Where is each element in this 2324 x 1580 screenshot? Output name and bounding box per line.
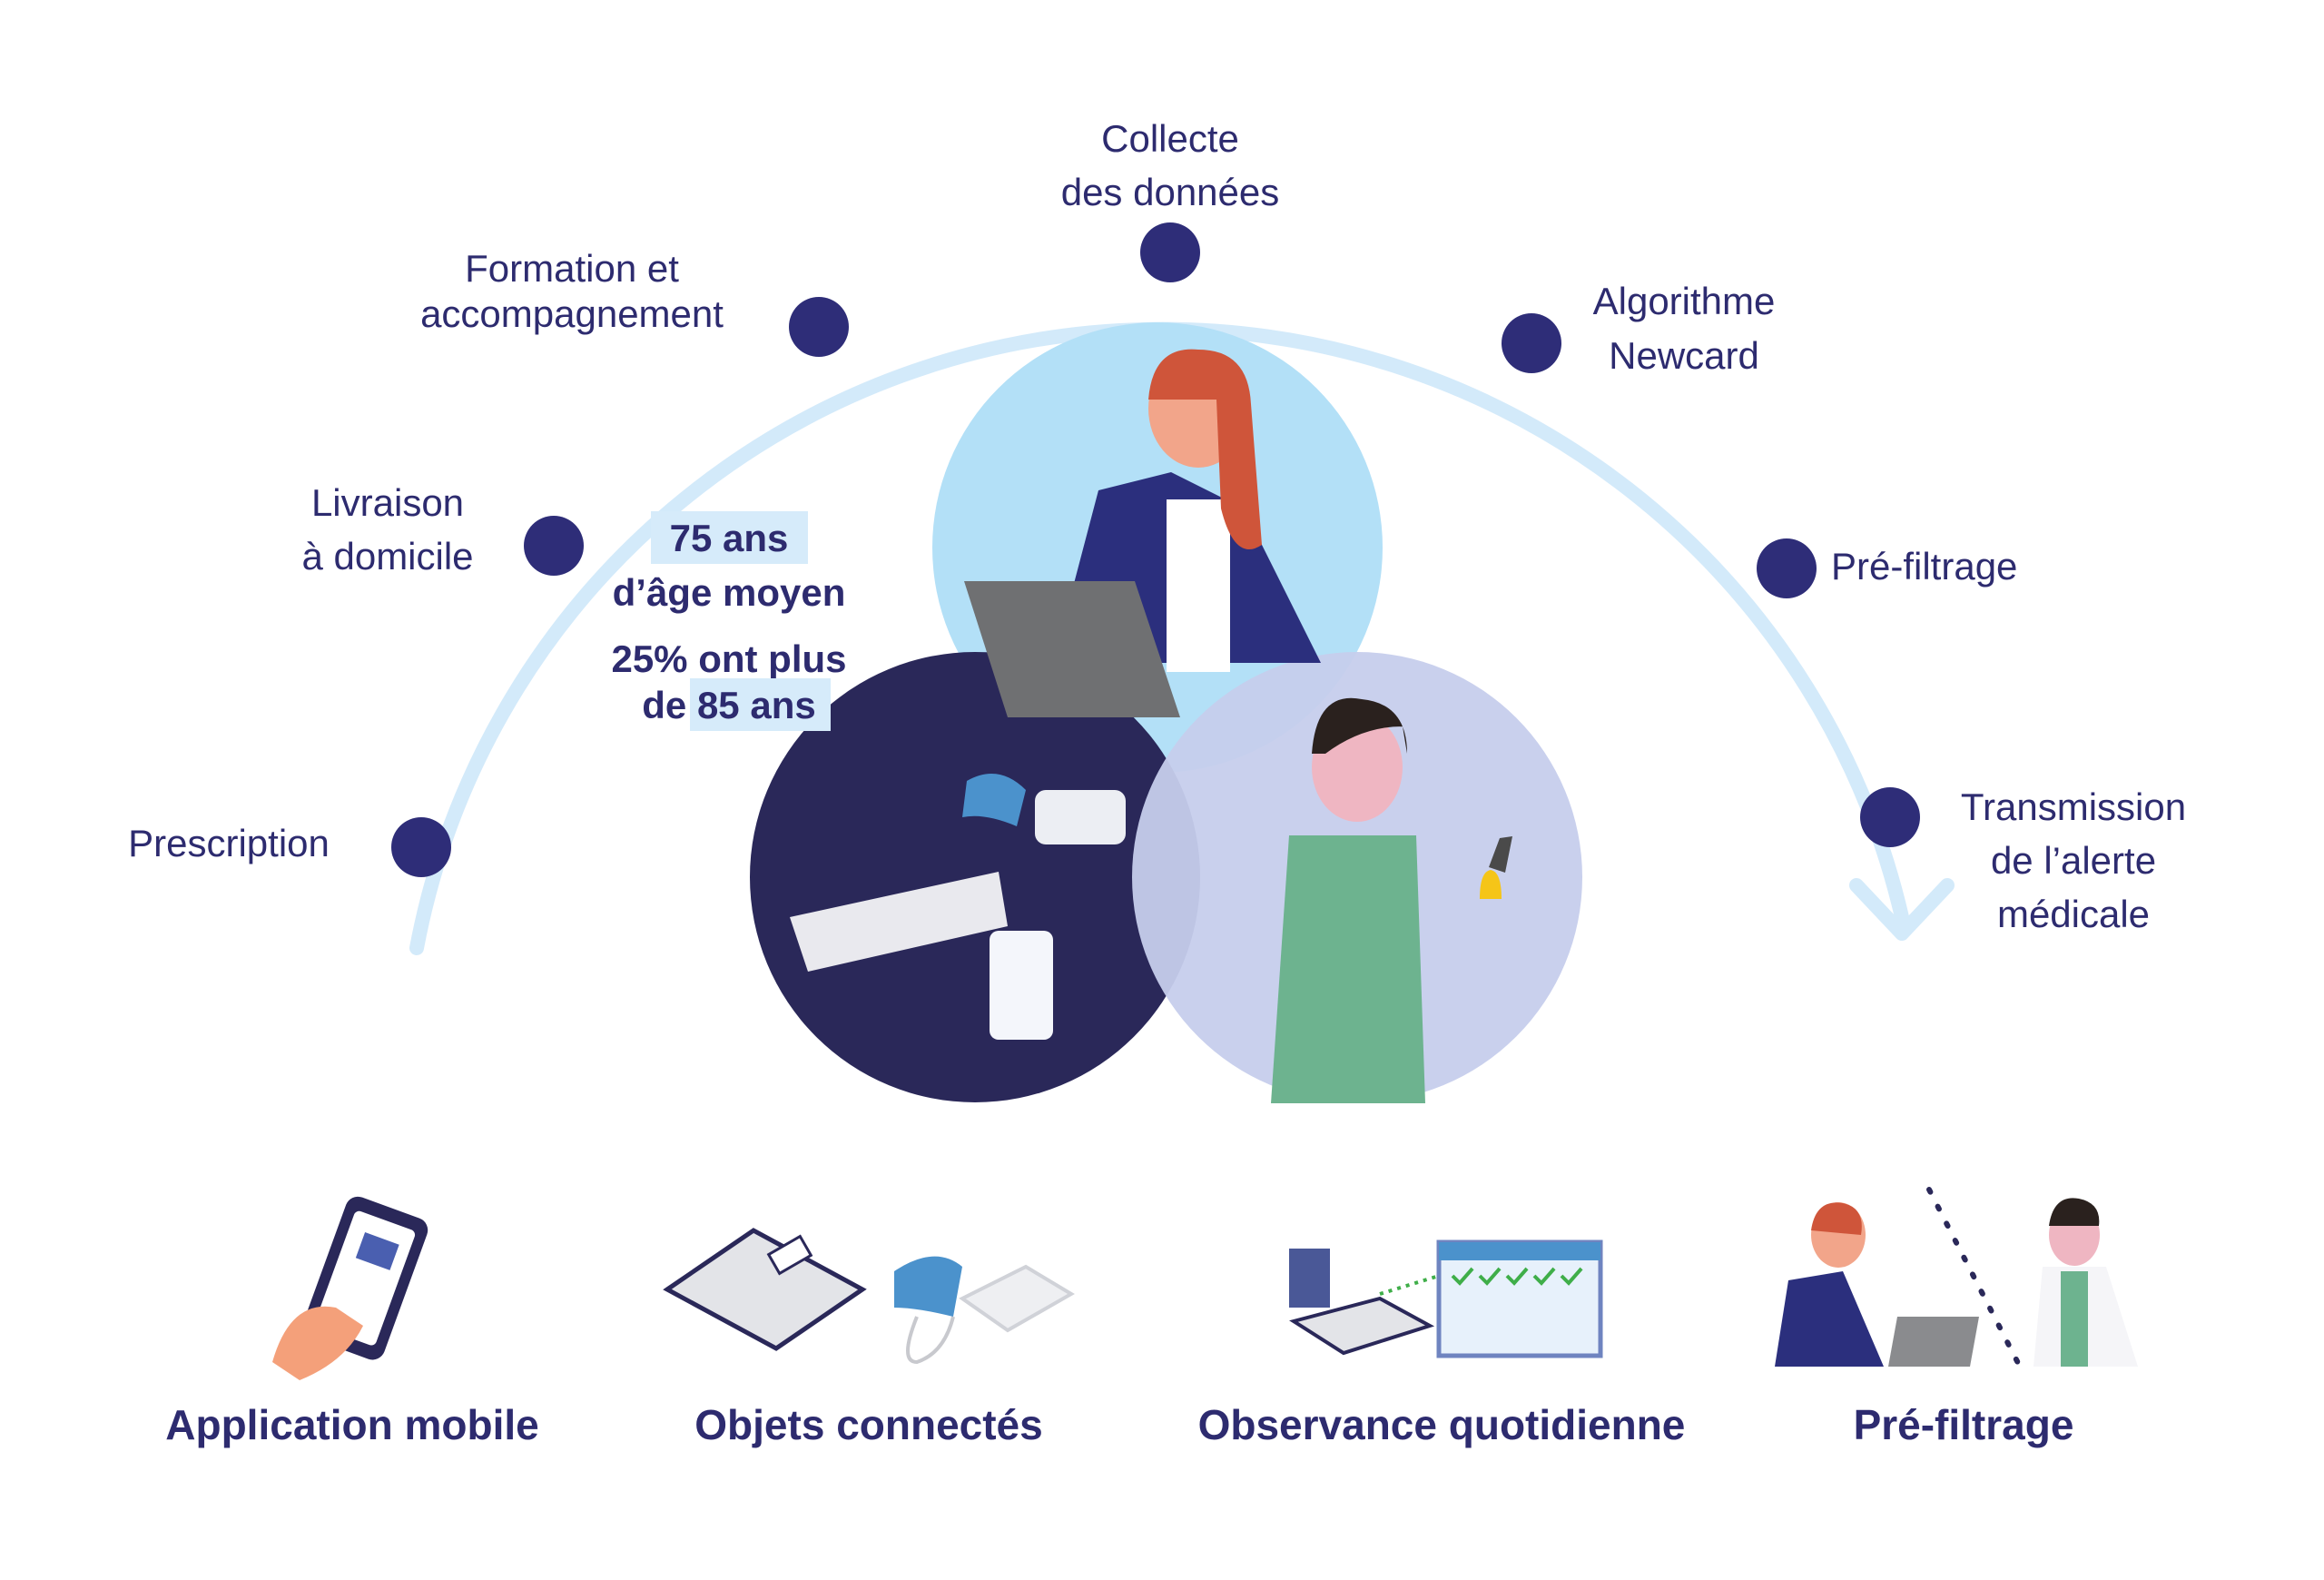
step-dot xyxy=(789,297,849,357)
over85-line2: de 85 ans xyxy=(642,684,815,726)
over85-line1: 25% ont plus xyxy=(611,637,846,680)
feature-connected-devices: Objets connectés xyxy=(663,1228,1075,1448)
feature-mobile-app: Application mobile xyxy=(165,1196,539,1448)
illustration-circles xyxy=(750,322,1582,1103)
step-training: Formation et accompagnement xyxy=(420,247,849,357)
scale-and-blood-pressure-icon xyxy=(663,1228,1075,1365)
step-label: Transmission xyxy=(1961,785,2186,828)
patient-stats: 75 ans d’âge moyen 25% ont plus de 85 an… xyxy=(611,511,847,731)
doctor-illustration xyxy=(1271,697,1512,1103)
phone-hand-icon xyxy=(272,1196,428,1380)
step-label: accompagnement xyxy=(420,292,724,335)
feature-label: Pré-filtrage xyxy=(1854,1401,2074,1448)
step-prescription: Prescription xyxy=(128,817,451,877)
operator-doctor-icon xyxy=(1775,1187,2138,1369)
step-dot xyxy=(524,516,584,576)
step-dot xyxy=(1860,787,1920,847)
feature-label: Objets connectés xyxy=(694,1401,1042,1448)
patient-illustration xyxy=(790,774,1126,1040)
operator-illustration xyxy=(964,349,1321,717)
average-age-label: d’âge moyen xyxy=(613,571,846,614)
step-label: Algorithme xyxy=(1593,280,1776,322)
bell-icon xyxy=(1480,870,1502,899)
step-data-collection: Collecte des données xyxy=(1061,117,1280,282)
step-label: Newcard xyxy=(1609,334,1759,377)
step-label: de l’alerte xyxy=(1991,839,2156,882)
step-label: médicale xyxy=(1997,893,2150,935)
step-label: des données xyxy=(1061,171,1280,213)
feature-label: Application mobile xyxy=(165,1401,538,1448)
step-dot xyxy=(1140,222,1200,282)
step-label: Collecte xyxy=(1101,117,1239,160)
average-age-value: 75 ans xyxy=(670,517,789,559)
feature-daily-adherence: Observance quotidienne xyxy=(1198,1239,1686,1448)
stat-highlight xyxy=(651,511,808,564)
step-home-delivery: Livraison à domicile xyxy=(301,481,584,578)
step-dot xyxy=(1502,313,1561,373)
arc-arrowhead-icon xyxy=(1849,878,1955,941)
step-label: Livraison xyxy=(311,481,464,524)
step-label: Prescription xyxy=(128,822,330,864)
step-label: Formation et xyxy=(465,247,679,290)
step-alert-transmission: Transmission de l’alerte médicale xyxy=(1860,785,2186,935)
step-algorithm: Algorithme Newcard xyxy=(1502,280,1775,377)
step-prefiltering: Pré-filtrage xyxy=(1757,538,2017,598)
feature-prefiltering: Pré-filtrage xyxy=(1775,1187,2138,1448)
step-label: Pré-filtrage xyxy=(1831,545,2017,588)
stat-highlight xyxy=(690,678,831,731)
feature-label: Observance quotidienne xyxy=(1198,1401,1686,1448)
step-dot xyxy=(391,817,451,877)
calendar-check-icon xyxy=(1289,1239,1603,1358)
step-label: à domicile xyxy=(301,535,473,578)
step-dot xyxy=(1757,538,1817,598)
